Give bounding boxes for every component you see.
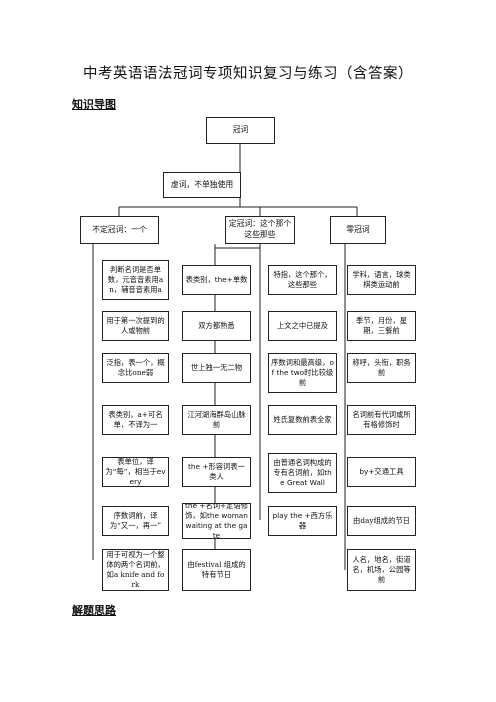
zero-article-item: 人名，地名，街道名，机场，公园等前: [347, 549, 416, 591]
solution-heading: 解题思路: [72, 604, 116, 617]
root-node-articles: 冠词: [206, 117, 275, 144]
definite-article-header: 定冠词：这个那个这些那些: [225, 216, 295, 244]
page-title: 中考英语语法冠词专项知识复习与练习（含答案）: [83, 66, 413, 82]
indefinite-item: 表类别，a+可名单，不译为一: [102, 405, 169, 435]
indefinite-item: 表单位，译为“每”，相当于every: [102, 457, 169, 487]
definite-item: the +名词+定语修饰，如the woman waiting at the g…: [182, 503, 251, 539]
zero-article-item: 学科，语言，球类棋类运动前: [347, 265, 416, 295]
function-word-node: 虚词，不单独使用: [163, 172, 241, 198]
indefinite-item: 泛指，表一个，概念比one弱: [102, 353, 169, 383]
definite-item: 特指，这个那个，这些那些: [268, 265, 337, 295]
zero-article-header: 零冠词: [330, 216, 386, 244]
definite-item: 上文之中已提及: [268, 311, 337, 341]
definite-item: 表类别，the+单数: [182, 265, 251, 295]
indefinite-item: 序数词前，译为“又一，再一”: [102, 506, 169, 536]
definite-item: play the +西方乐器: [268, 506, 337, 536]
indefinite-item: 判断名词是否单数，元音音素用an，辅音音素用a: [102, 260, 169, 300]
definite-item: 序数词和最高级，of the two时比较级前: [268, 353, 337, 393]
indefinite-item: 用于可视为一个整体的两个名词前，如a knife and fork: [102, 549, 169, 591]
definite-item: 由festival 组成的特有节日: [182, 549, 251, 591]
definite-item: 由普通名词构成的专有名词前，如the Great Wall: [268, 453, 337, 493]
zero-article-item: 由day组成的节日: [347, 506, 416, 536]
zero-article-item: 称呼，头衔，职务前: [347, 353, 416, 383]
indefinite-article-header: 不定冠词：一个: [80, 216, 159, 244]
definite-item: the +形容词表一类人: [182, 457, 251, 487]
definite-item: 姓氏复数前表全家: [268, 405, 337, 435]
definite-item: 双方都熟悉: [182, 311, 251, 341]
zero-article-item: by+交通工具: [347, 457, 416, 487]
knowledge-map-heading: 知识导图: [72, 98, 116, 111]
zero-article-item: 名词前有代词或所有格修饰时: [347, 405, 416, 435]
zero-article-item: 季节，月份，星期，三餐前: [347, 311, 416, 341]
definite-item: 江河湖海群岛山脉前: [182, 405, 251, 435]
indefinite-item: 用于第一次提到的人或物前: [102, 311, 169, 341]
definite-item: 世上独一无二物: [182, 353, 251, 383]
